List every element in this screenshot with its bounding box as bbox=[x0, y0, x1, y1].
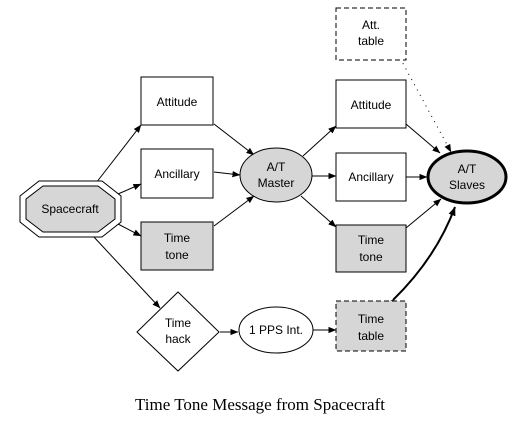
edge-attitude-master bbox=[213, 123, 255, 156]
edge-spacecraft-time-hack bbox=[92, 235, 161, 309]
edge-master-attitude bbox=[302, 125, 337, 157]
edge-att-table-slaves bbox=[393, 49, 452, 153]
node-ancillary-left: Ancillary bbox=[140, 148, 214, 199]
node-att-table: Att. table bbox=[335, 7, 407, 61]
edge-time-table-slaves bbox=[384, 206, 456, 309]
node-time-tone-right: Time tone bbox=[335, 224, 407, 273]
node-time-hack: Time hack bbox=[136, 291, 220, 372]
time-hack-line2: hack bbox=[165, 332, 191, 346]
time-tone-left-line2: tone bbox=[165, 248, 189, 262]
att-table-line2: table bbox=[358, 34, 384, 48]
att-table-line1: Att. bbox=[362, 18, 380, 32]
node-ancillary-right: Ancillary bbox=[335, 152, 407, 202]
node-time-table: Time table bbox=[335, 300, 407, 352]
time-table-line1: Time bbox=[358, 312, 385, 326]
node-time-tone-left: Time tone bbox=[140, 221, 214, 271]
node-attitude-right: Attitude bbox=[335, 79, 407, 129]
pps-int-label: 1 PPS Int. bbox=[249, 323, 303, 337]
spacecraft-label: Spacecraft bbox=[41, 202, 99, 216]
ancillary-left-label: Ancillary bbox=[154, 167, 199, 181]
attitude-left-label: Attitude bbox=[157, 95, 198, 109]
time-tone-right-line2: tone bbox=[359, 250, 383, 264]
diagram-caption: Time Tone Message from Spacecraft bbox=[135, 395, 385, 414]
time-tone-left-line1: Time bbox=[164, 231, 191, 245]
edge-spacecraft-time-tone bbox=[117, 223, 142, 237]
at-slaves-line1: A/T bbox=[458, 162, 477, 176]
edge-spacecraft-ancillary bbox=[117, 183, 142, 195]
time-table-line2: table bbox=[358, 329, 384, 343]
at-master-line2: Master bbox=[258, 176, 295, 190]
edge-time-tone-master bbox=[213, 195, 255, 227]
node-at-master: A/T Master bbox=[239, 147, 313, 203]
edge-spacecraft-attitude bbox=[95, 124, 142, 184]
node-spacecraft: Spacecraft bbox=[19, 180, 122, 238]
edge-ancillary-master bbox=[213, 170, 241, 178]
node-attitude-left: Attitude bbox=[140, 76, 214, 126]
at-slaves-line2: Slaves bbox=[449, 178, 485, 192]
edge-time-tone-slaves bbox=[405, 198, 442, 229]
at-master-line1: A/T bbox=[267, 160, 286, 174]
time-hack-line1: Time bbox=[165, 316, 192, 330]
edge-attitude-slaves bbox=[405, 123, 441, 154]
attitude-right-label: Attitude bbox=[351, 98, 392, 112]
node-at-slaves: A/T Slaves bbox=[426, 149, 508, 205]
edge-master-time-tone bbox=[300, 195, 337, 228]
time-tone-right-line1: Time bbox=[358, 233, 385, 247]
node-pps-int: 1 PPS Int. bbox=[238, 306, 314, 354]
ancillary-right-label: Ancillary bbox=[348, 170, 393, 184]
edges bbox=[92, 49, 456, 336]
